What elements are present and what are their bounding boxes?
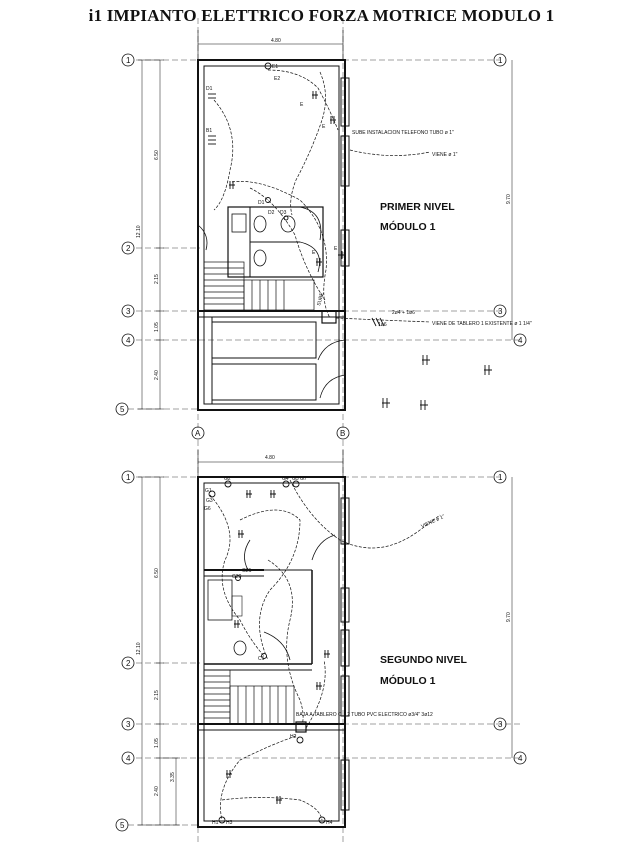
grid-label: 1 xyxy=(498,473,503,482)
grid-label: 3 xyxy=(498,720,503,729)
p1-dim-650: 6.50 xyxy=(154,150,160,160)
p1-circuit-label: E2 xyxy=(274,76,280,82)
page-title: i1 IMPIANTO ELETTRICO FORZA MOTRICE MODU… xyxy=(88,6,555,25)
p2-circuit-label: G3 xyxy=(206,498,213,504)
p2-dim-335: 3.35 xyxy=(170,772,176,782)
grid-label: 3 xyxy=(126,720,131,729)
p1-circuit-label: B1 xyxy=(206,128,212,134)
p2-circuit-label: G20 xyxy=(232,574,242,580)
plan-primer-nivel xyxy=(128,18,520,428)
grid-label: 1 xyxy=(498,56,503,65)
p1-circuit-label: E1 xyxy=(272,64,278,70)
p1-circuit-label: E xyxy=(322,124,326,130)
p1-circuit-note: 2ø4 + 1ø6 xyxy=(392,310,415,316)
p2-circuit-label: H1 xyxy=(212,820,219,826)
p1-sube-note: SUBE xyxy=(316,291,325,306)
p2-dim-105: 1.05 xyxy=(154,738,160,748)
p1-tablero-note: VIENE DE TABLERO 1 EXISTENTE ø 1 1/4" xyxy=(432,321,532,327)
p1-circuit-label: D1 xyxy=(258,200,265,206)
p1-level-label: PRIMER NIVEL xyxy=(380,201,455,213)
grid-label: 5 xyxy=(120,821,125,830)
p1-telefono-note: SUBE INSTALACION TELEFONO TUBO ø 1" xyxy=(352,130,454,136)
p1-circuit-label: E xyxy=(300,102,304,108)
p2-dim-240: 2.40 xyxy=(154,786,160,796)
p2-circuit-label: H3 xyxy=(226,820,233,826)
p1-dim-215: 2.15 xyxy=(154,274,160,284)
p1-width-dim: 4.80 xyxy=(271,38,281,44)
p1-dim-970: 9.70 xyxy=(506,194,512,204)
grid-label: A xyxy=(195,429,201,438)
p1-circuit2-note: 1ø6 xyxy=(378,322,387,328)
p2-dim-215: 2.15 xyxy=(154,690,160,700)
p2-module-label: MÓDULO 1 xyxy=(380,674,436,687)
p2-circuit-label: G4 xyxy=(282,476,289,482)
grid-label: 2 xyxy=(126,659,131,668)
grid-label: 4 xyxy=(518,754,523,763)
p2-circuit-label: C1 xyxy=(258,656,265,662)
p2-circuit-label: G2 xyxy=(224,476,231,482)
p2-circuit-label: G1 xyxy=(205,488,212,494)
p1-circuit-label: E xyxy=(312,250,316,256)
p1-module-label: MÓDULO 1 xyxy=(380,220,436,233)
grid-label: 3 xyxy=(498,307,503,316)
grid-label: B xyxy=(340,429,345,438)
p1-circuit-label: D3 xyxy=(280,210,287,216)
grid-label: 5 xyxy=(120,405,125,414)
p2-dim-1210: 12.10 xyxy=(136,642,142,655)
p1-circuit-label: D1 xyxy=(206,86,213,92)
grid-label: 4 xyxy=(126,754,131,763)
p2-circuit-label: H4 xyxy=(326,820,333,826)
p2-circuit-label: G6 xyxy=(204,506,211,512)
p1-circuit-label: D2 xyxy=(268,210,275,216)
p1-circuit-label: E xyxy=(334,246,338,252)
grid-label: 1 xyxy=(126,473,131,482)
grid-label: 4 xyxy=(126,336,131,345)
grid-label: 3 xyxy=(126,307,131,316)
p2-viene-note: VIENE ø 1" xyxy=(420,514,446,530)
p2-dim-970: 9.70 xyxy=(506,612,512,622)
plan-segundo-nivel xyxy=(128,440,520,845)
p1-dim-105: 1.05 xyxy=(154,322,160,332)
grid-label: 2 xyxy=(126,244,131,253)
grid-label: 4 xyxy=(518,336,523,345)
p2-circuit-label: G21 xyxy=(242,568,252,574)
p1-dim-240: 2.40 xyxy=(154,370,160,380)
p2-circuit-label: G5 xyxy=(292,476,299,482)
p2-circuit-label: G7 xyxy=(300,476,307,482)
p1-dim-1210: 12.10 xyxy=(136,225,142,238)
p2-circuit-label: H2 xyxy=(290,734,297,740)
p2-dim-650: 6.50 xyxy=(154,568,160,578)
p2-level-label: SEGUNDO NIVEL xyxy=(380,654,468,666)
p1-viene-note: VIENE ø 1" xyxy=(432,152,458,158)
grid-label: 1 xyxy=(126,56,131,65)
p2-width-dim: 4.80 xyxy=(265,455,275,461)
p2-baja-note: BAJA A TABLERO C... 2 TUBO PVC ELECTRICO… xyxy=(296,712,433,718)
